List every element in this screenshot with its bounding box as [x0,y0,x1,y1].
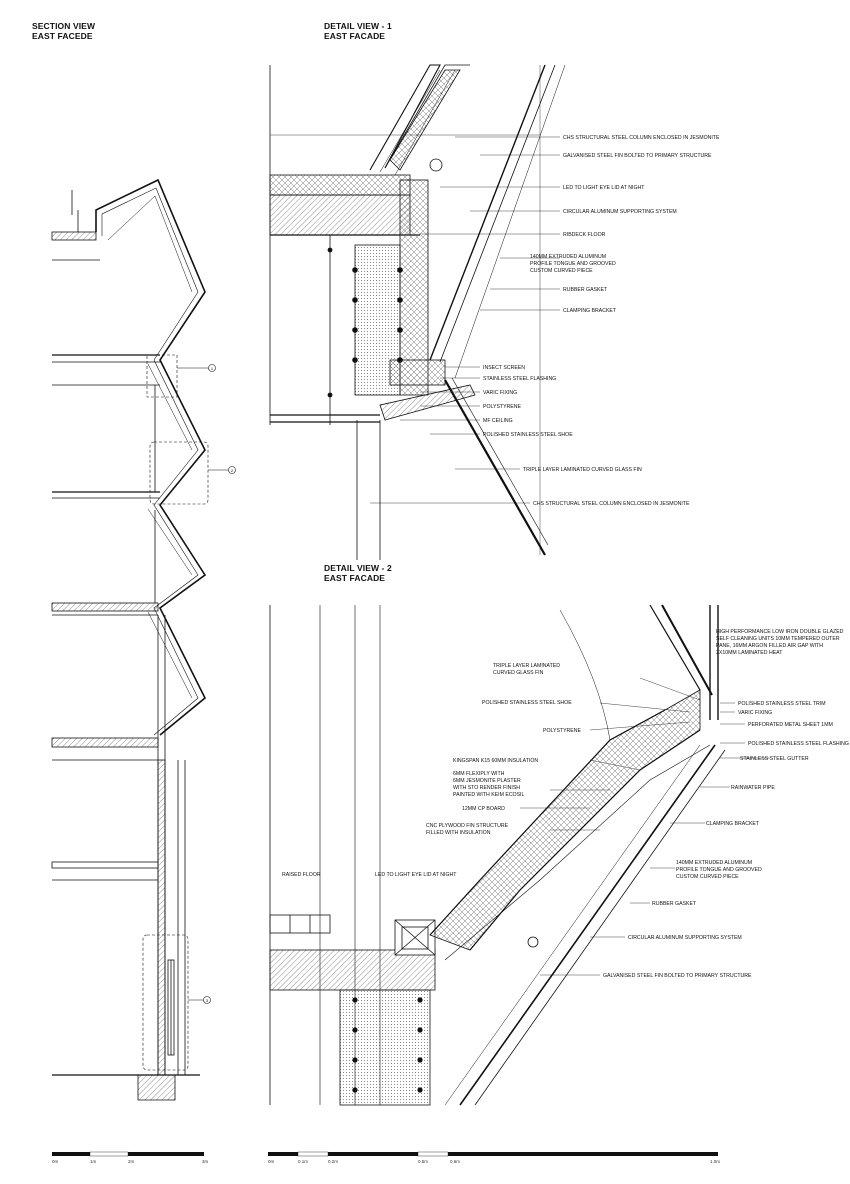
d2-label-18: PAINTED WITH KEIM ECOSIL [453,792,524,798]
detail-view-1-title: DETAIL VIEW - 1 EAST FACADE [324,21,392,41]
detail-view-2-title-line2: EAST FACADE [324,573,386,583]
d2-label-17: WITH STO RENDER FINISH [453,785,520,791]
detail-scale-4: 0.6m [450,1159,460,1164]
detail-view-2-drawing [269,604,770,1106]
d1-label-14: POLYSTYRENE [483,404,521,410]
d2-label-1: HIGH PERFORMANCE LOW IRON DOUBLE GLAZED [716,629,844,635]
detail-view-2-title: DETAIL VIEW - 2 EAST FACADE [324,563,392,583]
d2-label-4: 2X10MM LAMINATED HEAT [716,650,783,656]
d1-label-13: VARIC FIXING [483,390,517,396]
d1-label-4: CIRCULAR ALUMINUM SUPPORTING SYSTEM [563,209,677,215]
section-view-drawing [51,178,236,1101]
detail-scale-bar: 0m 0.1m 0.2m 0.5m 0.6m 1.0m [268,1151,720,1164]
d2-label-19: RAINWATER PIPE [731,785,775,791]
d1-label-8: CUSTOM CURVED PIECE [530,268,593,274]
callout-3-circle [203,996,211,1004]
d2-label-21: CLAMPING BRACKET [706,821,760,827]
d2-label-20: 12MM CP BOARD [462,806,505,812]
d2-label-24: RAISED FLOOR [282,872,321,878]
d2-label-11: PERFORATED METAL SHEET 1MM [748,722,833,728]
d2-label-9: VARIC FIXING [738,710,772,716]
detail-view-1-drawing [269,64,566,560]
d2-label-25: LED TO LIGHT EYE LID AT NIGHT [375,872,457,878]
callout-3-label: 3 [206,998,209,1003]
d1-label-1: CHS STRUCTURAL STEEL COLUMN ENCLOSED IN … [563,135,720,141]
d2-label-7: POLISHED STAINLESS STEEL SHOE [482,700,572,706]
section-scale-3: 3m [202,1159,209,1164]
d2-label-28: CUSTOM CURVED PIECE [676,874,739,880]
detail-scale-1: 0.1m [298,1159,308,1164]
section-view-title-line2: EAST FACEDE [32,31,93,41]
d1-label-9: RUBBER GASKET [563,287,608,293]
d2-label-3: PANE, 16MM ARGON FILLED AIR GAP WITH [716,643,823,649]
callout-1-circle [208,364,216,372]
d2-label-2: SELF CLEANING UNITS 10MM TEMPERED OUTER [716,636,840,642]
d2-label-26: 140MM EXTRUDED ALUMINUM [676,860,752,866]
detail-view-1-title-line1: DETAIL VIEW - 1 [324,21,392,31]
d1-label-11: INSECT SCREEN [483,365,525,371]
detail-view-1-title-line2: EAST FACADE [324,31,386,41]
detail-scale-3: 0.5m [418,1159,428,1164]
d2-label-30: CIRCULAR ALUMINUM SUPPORTING SYSTEM [628,935,742,941]
d1-label-18: CHS STRUCTURAL STEEL COLUMN ENCLOSED IN … [533,501,690,507]
d2-label-29: RUBBER GASKET [652,901,697,907]
d1-label-5: RIBDECK FLOOR [563,232,606,238]
d2-label-10: POLYSTYRENE [543,728,581,734]
d2-label-14: STAINLESS STEEL GUTTER [740,756,809,762]
d1-label-12: STAINLESS STEEL FLASHING [483,376,556,382]
d2-label-13: KINGSPAN K15 60MM INSULATION [453,758,538,764]
section-scale-bar: 0m 1m 2m 3m [52,1151,209,1164]
d1-label-2: GALVANISED STEEL FIN BOLTED TO PRIMARY S… [563,153,712,159]
d2-label-15: 6MM FLEXIPLY WITH [453,771,505,777]
d2-label-16: 6MM JESMONITE PLASTER [453,778,521,784]
detail-scale-2: 0.2m [328,1159,338,1164]
d1-label-16: POLISHED STAINLESS STEEL SHOE [483,432,573,438]
d2-label-31: GALVANISED STEEL FIN BOLTED TO PRIMARY S… [603,973,752,979]
d2-label-27: PROFILE TONGUE AND GROOVED [676,867,762,873]
section-view-title: SECTION VIEW EAST FACEDE [32,21,95,41]
d2-label-23: FILLED WITH INSULATION [426,830,491,836]
callout-1-label: 1 [211,366,214,371]
d2-label-22: CNC PLYWOOD FIN STRUCTURE [426,823,509,829]
d1-label-15: MF CEILING [483,418,513,424]
d2-label-6: CURVED GLASS FIN [493,670,544,676]
d2-label-8: POLISHED STAINLESS STEEL TRIM [738,701,826,707]
d2-label-5: TRIPLE LAYER LAMINATED [493,663,560,669]
detail-scale-5: 1.0m [710,1159,720,1164]
d1-label-3: LED TO LIGHT EYE LID AT NIGHT [563,185,645,191]
d1-label-17: TRIPLE LAYER LAMINATED CURVED GLASS FIN [523,467,642,473]
section-scale-2: 2m [128,1159,135,1164]
d2-label-12: POLISHED STAINLESS STEEL FLASHING [748,741,849,747]
callout-2-label: 2 [231,468,234,473]
d1-label-6: 140MM EXTRUDED ALUMINUM [530,254,606,260]
detail-view-2-title-line1: DETAIL VIEW - 2 [324,563,392,573]
section-view-title-line1: SECTION VIEW [32,21,96,31]
section-scale-1: 1m [90,1159,97,1164]
detail-view-2-labels: HIGH PERFORMANCE LOW IRON DOUBLE GLAZED … [282,629,849,979]
detail-scale-0: 0m [268,1159,275,1164]
callout-2-circle [228,466,236,474]
section-scale-0: 0m [52,1159,59,1164]
d1-label-10: CLAMPING BRACKET [563,308,617,314]
detail-view-1-labels: CHS STRUCTURAL STEEL COLUMN ENCLOSED IN … [483,135,720,507]
d1-label-7: PROFILE TONGUE AND GROOVED [530,261,616,267]
